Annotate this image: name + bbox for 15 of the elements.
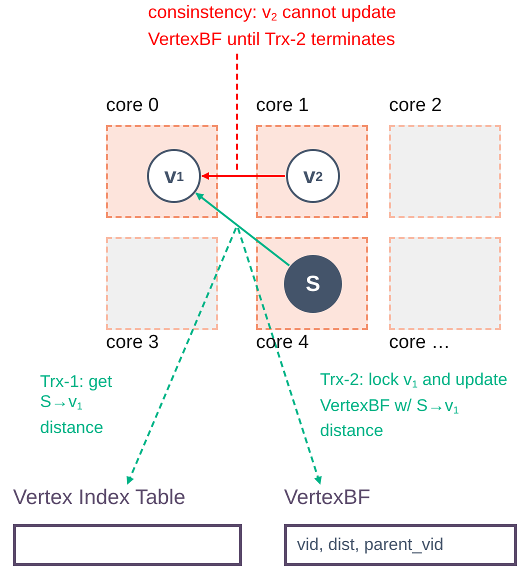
table-heading: VertexBF: [284, 486, 370, 510]
vertex-circle: S: [284, 255, 342, 313]
core-label: core 1: [256, 95, 309, 117]
core-label: core 0: [106, 95, 159, 117]
core-label: core 2: [389, 95, 442, 117]
arrow: [237, 228, 322, 485]
table-heading: Vertex Index Table: [13, 486, 186, 510]
core-label: core 3: [106, 332, 159, 354]
core-label: core …: [389, 332, 450, 354]
table-box: vid, dist, parent_vid: [284, 524, 517, 566]
note-text: consinstency: v$_{2}$ cannot update VertexBF until Trx-2 terminates: [148, 2, 410, 50]
arrow: [195, 192, 290, 266]
arrow: [201, 172, 285, 180]
arrow: [126, 228, 237, 485]
core-label: core 4: [256, 332, 309, 354]
